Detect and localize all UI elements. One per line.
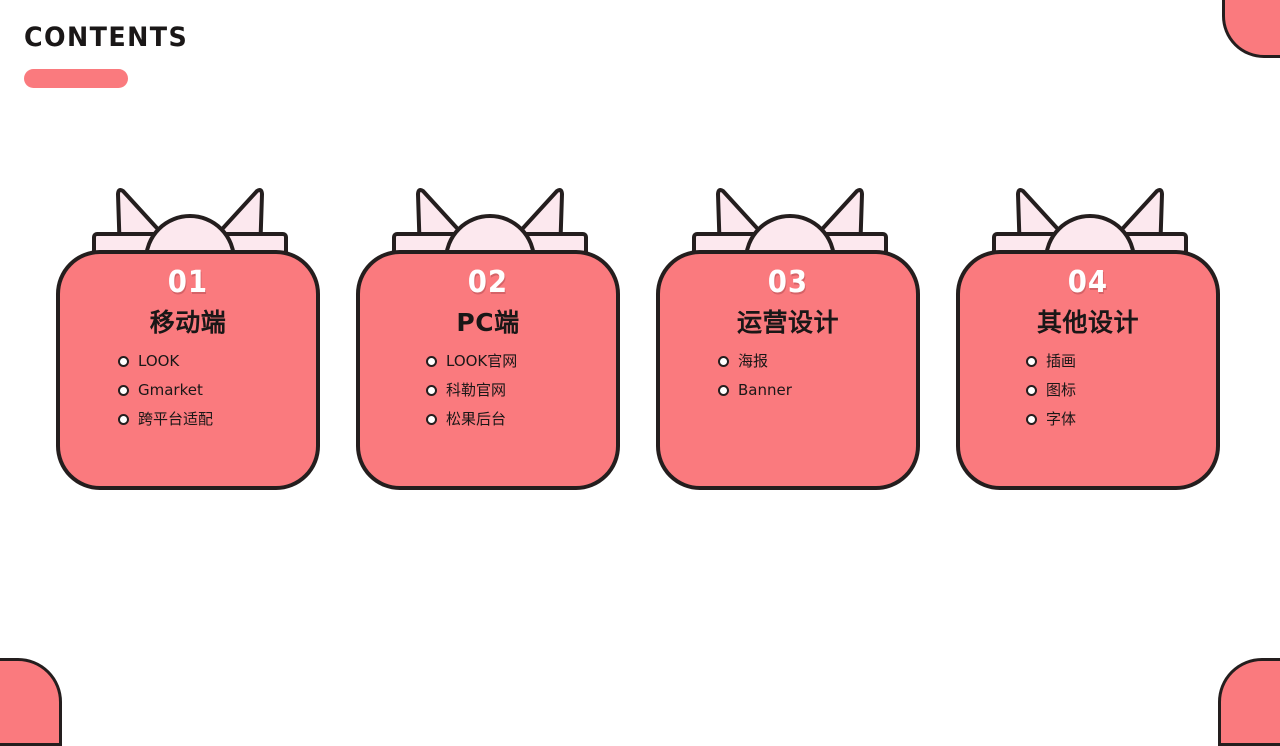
list-item-label: LOOK bbox=[138, 352, 180, 370]
right-ear-icon bbox=[212, 188, 264, 258]
card-item-list: 插画图标字体 bbox=[960, 354, 1216, 441]
list-item[interactable]: Gmarket bbox=[118, 383, 316, 398]
card-number: 01 bbox=[167, 265, 209, 300]
list-item-label: Banner bbox=[738, 381, 792, 399]
list-item-label: 海报 bbox=[738, 352, 769, 370]
list-item[interactable]: 插画 bbox=[1026, 354, 1216, 369]
contents-card[interactable]: 01 移动端 LOOK Gmarket 跨平台适配 bbox=[54, 176, 326, 494]
bullet-circle-icon bbox=[1026, 356, 1037, 367]
list-item-label: Gmarket bbox=[138, 381, 203, 399]
corner-decoration-top-right bbox=[1222, 0, 1280, 58]
corner-decoration-bottom-left bbox=[0, 658, 62, 746]
card-item-list: LOOK官网科勒官网松果后台 bbox=[360, 354, 616, 441]
right-ear-icon bbox=[512, 188, 564, 258]
left-ear-icon bbox=[716, 188, 768, 258]
list-item[interactable]: LOOK bbox=[118, 354, 316, 369]
list-item[interactable]: 松果后台 bbox=[426, 412, 616, 427]
card-title: 运营设计 bbox=[736, 308, 839, 337]
bullet-circle-icon bbox=[718, 356, 729, 367]
page-title: CONTENTS bbox=[24, 22, 189, 53]
right-ear-icon bbox=[812, 188, 864, 258]
contents-card[interactable]: 03 运营设计海报 Banner bbox=[654, 176, 926, 494]
card-title: 移动端 bbox=[149, 308, 227, 337]
card-body: 03 运营设计海报 Banner bbox=[656, 250, 920, 490]
list-item-label: LOOK官网 bbox=[446, 352, 518, 370]
card-number: 02 bbox=[467, 265, 509, 300]
card-body: 04 其他设计插画图标字体 bbox=[956, 250, 1220, 490]
list-item[interactable]: 科勒官网 bbox=[426, 383, 616, 398]
bullet-circle-icon bbox=[426, 414, 437, 425]
bullet-circle-icon bbox=[426, 356, 437, 367]
card-number: 03 bbox=[767, 265, 809, 300]
bullet-circle-icon bbox=[118, 385, 129, 396]
bullet-circle-icon bbox=[718, 385, 729, 396]
list-item-label: 跨平台适配 bbox=[138, 410, 214, 428]
list-item-label: 图标 bbox=[1046, 381, 1077, 399]
list-item-label: 插画 bbox=[1046, 352, 1077, 370]
card-item-list: LOOK Gmarket 跨平台适配 bbox=[60, 354, 316, 441]
corner-decoration-bottom-right bbox=[1218, 658, 1280, 746]
left-ear-icon bbox=[1016, 188, 1068, 258]
card-body: 01 移动端 LOOK Gmarket 跨平台适配 bbox=[56, 250, 320, 490]
card-item-list: 海报 Banner bbox=[660, 354, 916, 412]
list-item[interactable]: Banner bbox=[718, 383, 916, 398]
list-item-label: 字体 bbox=[1046, 410, 1077, 428]
left-ear-icon bbox=[416, 188, 468, 258]
list-item[interactable]: 海报 bbox=[718, 354, 916, 369]
title-underline-bar bbox=[24, 69, 128, 88]
card-title: PC端 bbox=[456, 308, 520, 337]
left-ear-icon bbox=[116, 188, 168, 258]
contents-card[interactable]: 04 其他设计插画图标字体 bbox=[954, 176, 1226, 494]
bullet-circle-icon bbox=[1026, 385, 1037, 396]
right-ear-icon bbox=[1112, 188, 1164, 258]
slide-header: CONTENTS bbox=[24, 24, 199, 88]
list-item-label: 松果后台 bbox=[446, 410, 507, 428]
bullet-circle-icon bbox=[1026, 414, 1037, 425]
card-number: 04 bbox=[1067, 265, 1109, 300]
list-item[interactable]: 图标 bbox=[1026, 383, 1216, 398]
bullet-circle-icon bbox=[118, 356, 129, 367]
list-item[interactable]: 跨平台适配 bbox=[118, 412, 316, 427]
list-item[interactable]: LOOK官网 bbox=[426, 354, 616, 369]
bullet-circle-icon bbox=[118, 414, 129, 425]
bullet-circle-icon bbox=[426, 385, 437, 396]
list-item[interactable]: 字体 bbox=[1026, 412, 1216, 427]
list-item-label: 科勒官网 bbox=[446, 381, 507, 399]
card-title: 其他设计 bbox=[1036, 308, 1139, 337]
